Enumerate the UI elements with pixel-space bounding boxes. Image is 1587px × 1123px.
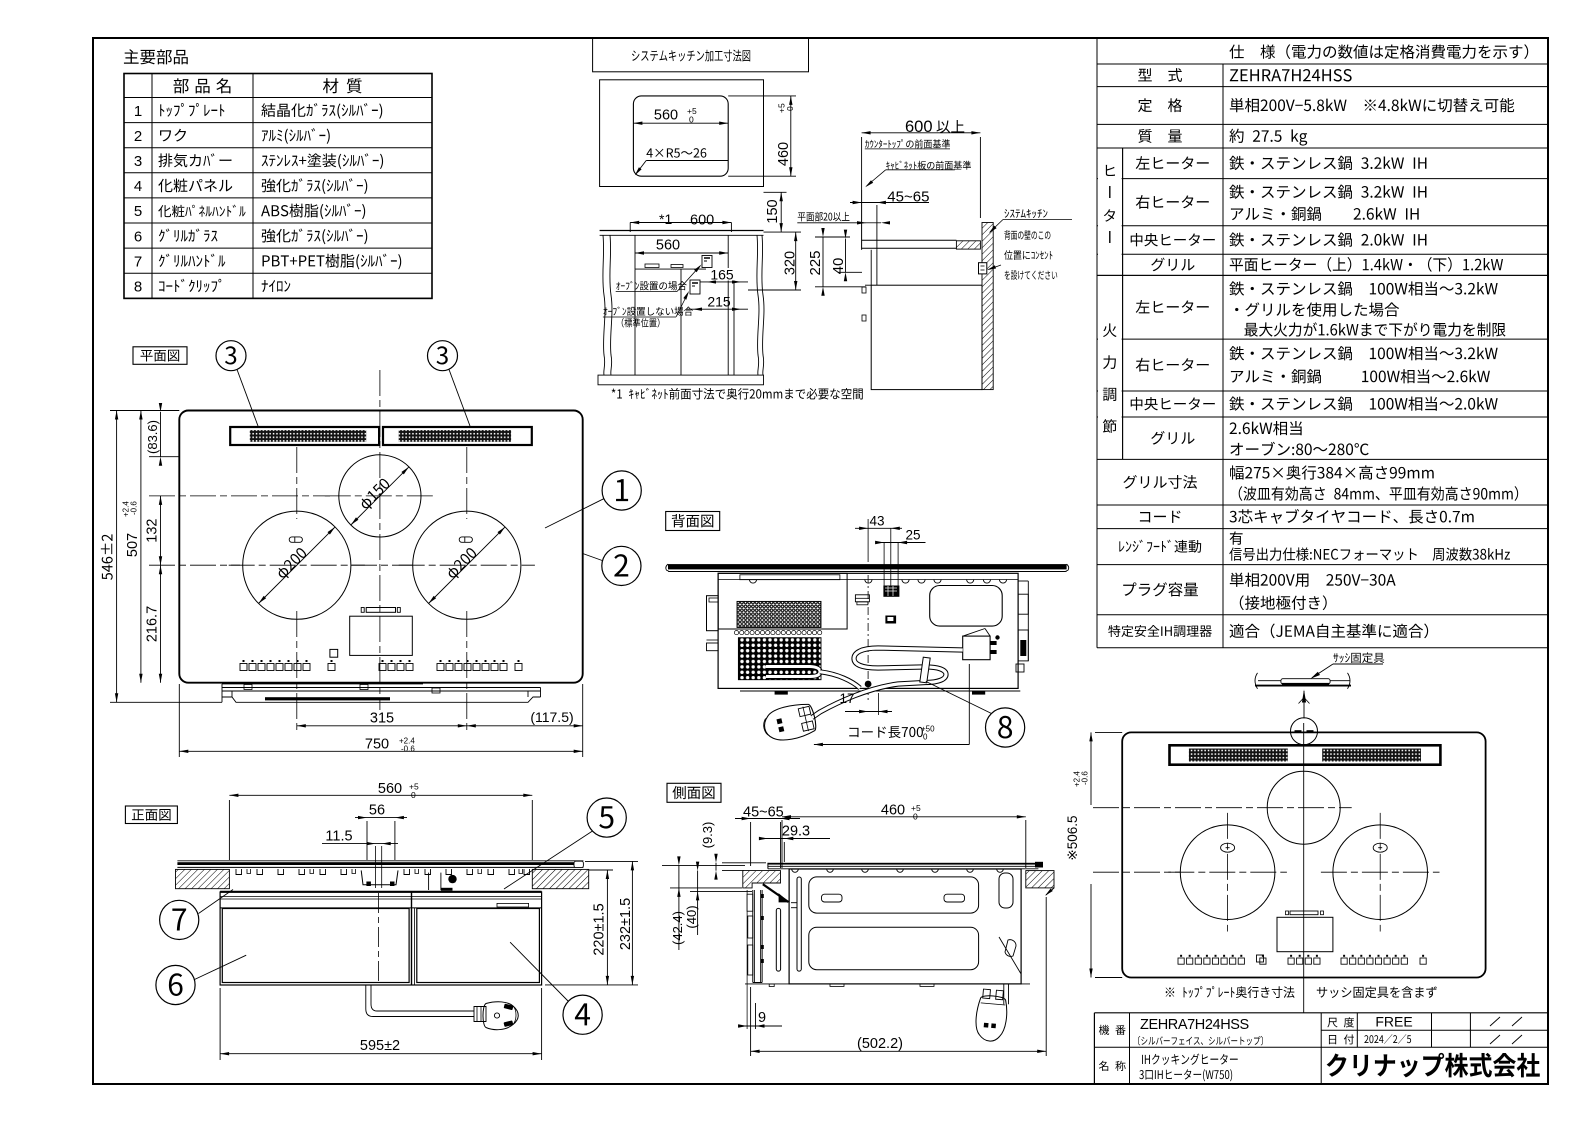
svg-text:43: 43 bbox=[869, 514, 884, 529]
svg-text:0: 0 bbox=[689, 115, 694, 125]
svg-text:29.3: 29.3 bbox=[782, 824, 810, 840]
svg-text:(83.6): (83.6) bbox=[145, 420, 160, 454]
svg-text:(9.3): (9.3) bbox=[700, 822, 715, 849]
svg-text:+50: +50 bbox=[921, 725, 935, 734]
svg-text:-0.6: -0.6 bbox=[130, 501, 139, 515]
svg-text:40: 40 bbox=[830, 258, 847, 275]
svg-text:232±1.5: 232±1.5 bbox=[618, 898, 634, 950]
svg-text:(502.2): (502.2) bbox=[857, 1036, 903, 1052]
svg-text:17: 17 bbox=[839, 691, 854, 706]
svg-text:220±1.5: 220±1.5 bbox=[592, 903, 608, 955]
svg-text:9: 9 bbox=[758, 1010, 766, 1026]
svg-text:150: 150 bbox=[765, 199, 781, 223]
svg-text:7: 7 bbox=[134, 253, 142, 270]
svg-text:1: 1 bbox=[134, 103, 142, 120]
svg-text:+2.4: +2.4 bbox=[122, 501, 131, 517]
svg-text:507: 507 bbox=[125, 533, 141, 557]
svg-text:0: 0 bbox=[923, 733, 928, 742]
svg-text:0: 0 bbox=[785, 106, 795, 111]
svg-text:45~65: 45~65 bbox=[887, 189, 929, 206]
svg-text:600: 600 bbox=[690, 213, 714, 229]
svg-text:600: 600 bbox=[905, 118, 933, 136]
svg-text:560: 560 bbox=[656, 238, 680, 254]
svg-text:56: 56 bbox=[369, 803, 385, 819]
svg-text:*1: *1 bbox=[659, 211, 672, 227]
svg-text:(117.5): (117.5) bbox=[530, 709, 573, 725]
svg-text:25: 25 bbox=[905, 528, 920, 543]
svg-text:+5: +5 bbox=[911, 803, 921, 813]
svg-text:ZEHRA7H24HSS: ZEHRA7H24HSS bbox=[1140, 1017, 1249, 1033]
svg-text:315: 315 bbox=[370, 711, 394, 727]
svg-text:6: 6 bbox=[134, 228, 142, 245]
svg-text:5: 5 bbox=[134, 203, 142, 220]
svg-text:+5: +5 bbox=[409, 782, 419, 792]
svg-text:3: 3 bbox=[134, 153, 142, 170]
svg-text:+5: +5 bbox=[777, 103, 787, 113]
svg-text:8: 8 bbox=[134, 279, 142, 296]
svg-text:+5: +5 bbox=[687, 106, 697, 116]
svg-text:+2.4: +2.4 bbox=[399, 737, 415, 746]
svg-text:320: 320 bbox=[783, 251, 799, 275]
svg-text:165: 165 bbox=[710, 267, 734, 283]
svg-text:11.5: 11.5 bbox=[325, 829, 352, 845]
svg-text:4: 4 bbox=[134, 178, 142, 195]
svg-text:216.7: 216.7 bbox=[145, 606, 161, 642]
svg-text:(40): (40) bbox=[684, 905, 699, 928]
svg-text:2: 2 bbox=[134, 128, 142, 145]
svg-text:FREE: FREE bbox=[1375, 1014, 1412, 1030]
svg-text:595±2: 595±2 bbox=[360, 1038, 400, 1054]
svg-text:460: 460 bbox=[776, 142, 792, 166]
svg-text:215: 215 bbox=[707, 294, 731, 310]
svg-text:560: 560 bbox=[654, 108, 678, 124]
svg-text:45~65: 45~65 bbox=[743, 805, 784, 821]
svg-text:+2.4: +2.4 bbox=[1073, 771, 1082, 787]
svg-text:132: 132 bbox=[145, 518, 161, 542]
svg-text:460: 460 bbox=[881, 803, 905, 819]
svg-text:750: 750 bbox=[365, 737, 389, 753]
svg-text:560: 560 bbox=[378, 781, 402, 797]
svg-text:(42.4): (42.4) bbox=[670, 911, 685, 945]
svg-text:-0.6: -0.6 bbox=[1081, 771, 1090, 785]
svg-text:-0.6: -0.6 bbox=[401, 745, 415, 754]
svg-text:※506.5: ※506.5 bbox=[1065, 815, 1080, 860]
svg-text:225: 225 bbox=[807, 250, 824, 275]
